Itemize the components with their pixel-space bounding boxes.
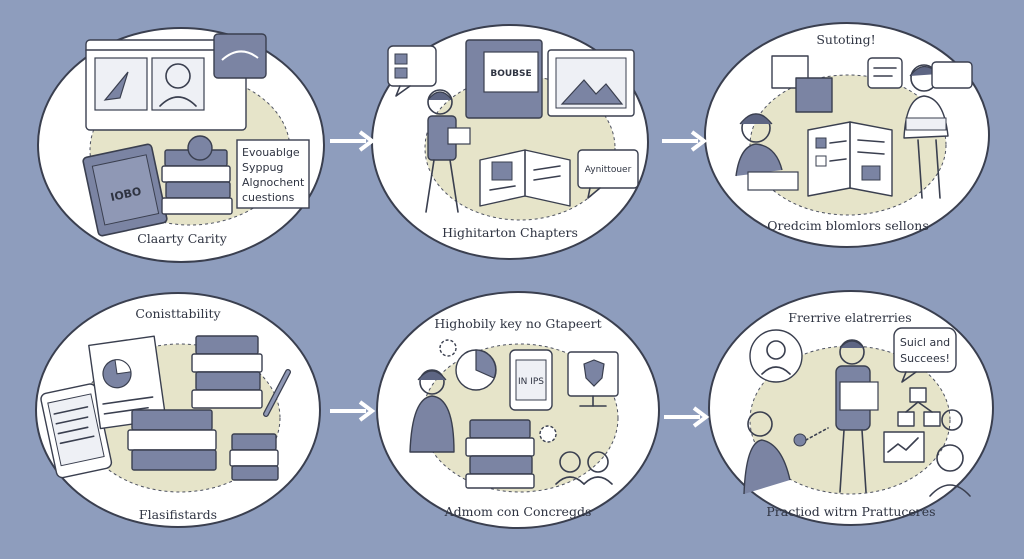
arrow-right-icon xyxy=(662,130,708,152)
open-book-icon xyxy=(479,149,571,207)
book-label: BOUBSE xyxy=(490,69,531,79)
question-note: Evouablge Syppug Algnochent cuestions xyxy=(236,139,310,209)
audience-icon xyxy=(743,409,971,497)
panel-4: Conisttability xyxy=(35,292,321,528)
book-stack-icon xyxy=(465,419,535,489)
monitor-shield-icon xyxy=(567,351,619,407)
chart-document-icon xyxy=(88,335,167,430)
browser-window-icon xyxy=(85,39,247,131)
panel-6: Frerrive elatrerries Suicl and Succees! xyxy=(708,290,994,526)
open-workbook-icon xyxy=(807,121,893,197)
bubble-line-2: Succees! xyxy=(900,352,950,365)
book-stack-icon xyxy=(127,335,279,481)
gear-icon xyxy=(439,339,557,443)
flowchart-icon xyxy=(883,387,941,463)
presenter-icon xyxy=(835,339,879,493)
panel-2-caption: Highitarton Chapters xyxy=(442,225,578,240)
book-stack-icon xyxy=(161,135,233,215)
note-line-4: cuestions xyxy=(242,191,295,204)
chat-bubble-icon xyxy=(387,45,437,97)
panel-6-title: Frerrive elatrerries xyxy=(788,310,911,325)
note-line-3: Algnochent xyxy=(242,176,305,189)
phone-icon xyxy=(40,383,113,479)
book-upright-icon: BOUBSE xyxy=(465,39,543,119)
panel-1: IOBO Evouablge Syppug Algnochent cuestio… xyxy=(37,27,325,263)
panel-5-caption: Admom con Concregds xyxy=(444,504,592,519)
arrow-right-icon xyxy=(330,400,376,422)
screen-text: IN IPS xyxy=(518,377,544,387)
panel-6-caption: Practiod witrn Prattuceres xyxy=(766,504,935,519)
pencil-icon xyxy=(263,369,291,417)
arrow-right-icon xyxy=(330,130,376,152)
panel-5-title: Highobily key no Gtapeert xyxy=(434,316,601,331)
arrow-right-icon xyxy=(664,406,710,428)
panel-2: BOUBSE Aynittouer Highitar xyxy=(371,24,649,260)
reading-student-icon xyxy=(425,89,471,213)
profile-card-icon xyxy=(159,33,267,107)
hardcover-book-icon: IOBO xyxy=(82,143,168,237)
note-line-2: Syppug xyxy=(242,161,283,174)
chat-bubble-icon xyxy=(771,55,903,113)
portrait-frame-icon xyxy=(749,329,803,383)
panel-4-title: Conisttability xyxy=(135,306,221,321)
tablet-icon: IN IPS xyxy=(509,349,553,411)
book-label: IOBO xyxy=(109,185,142,204)
panel-3: Sutoting! xyxy=(704,22,990,248)
speech-bubble: Aynittouer xyxy=(577,149,639,199)
bubble-text: Aynittouer xyxy=(585,165,632,175)
panel-4-caption: Flasifistards xyxy=(139,507,217,522)
pie-chart-icon xyxy=(455,349,497,391)
panel-5: Highobily key no Gtapeert IN IPS xyxy=(376,291,660,529)
panel-1-caption: Claarty Carity xyxy=(137,231,228,246)
monitor-mountain-icon xyxy=(547,49,635,117)
thinking-student-icon xyxy=(409,369,455,453)
bubble-line-1: Suicl and xyxy=(900,336,950,349)
success-bubble: Suicl and Succees! xyxy=(893,327,957,383)
note-line-1: Evouablge xyxy=(242,146,300,159)
panel-3-title: Sutoting! xyxy=(816,32,875,47)
panel-3-caption: Oredcim blomlors sellons xyxy=(767,218,929,233)
study-desk-icon xyxy=(735,113,799,191)
tutor-icon xyxy=(903,61,973,199)
student-faces xyxy=(555,451,613,485)
